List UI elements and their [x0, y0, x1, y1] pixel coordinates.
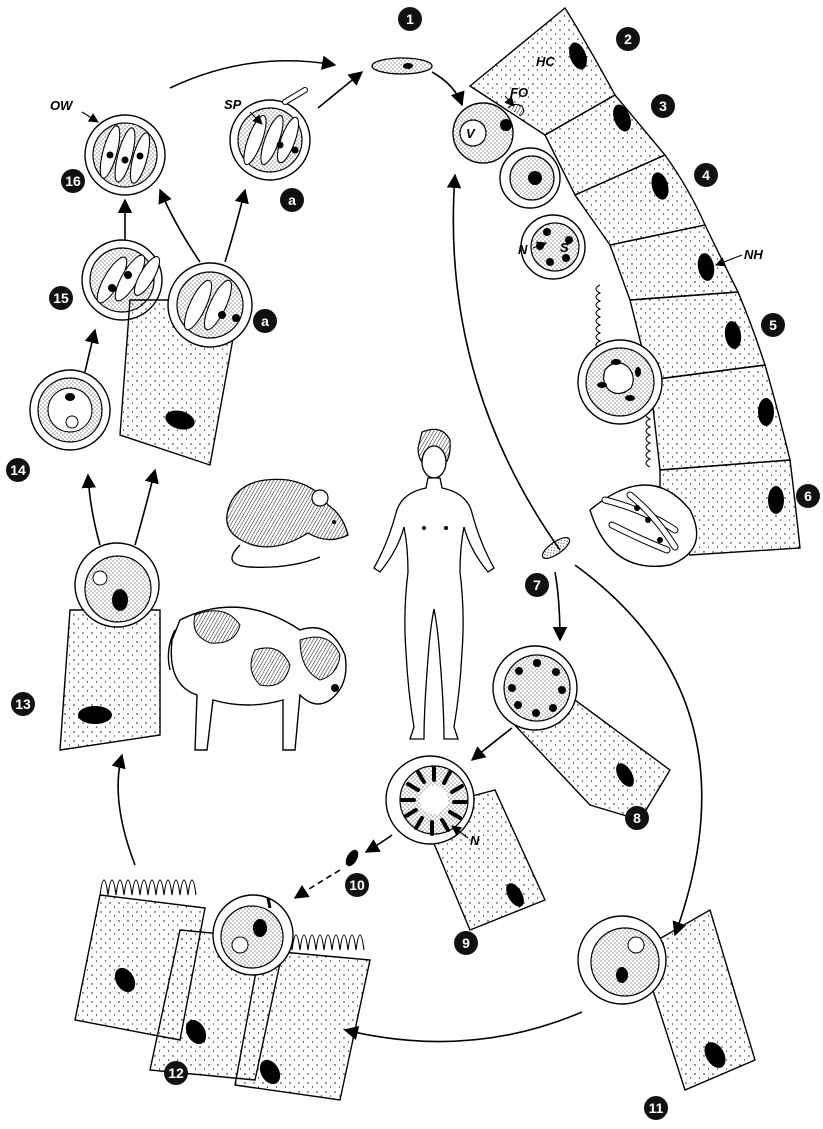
host-cell-9 [386, 756, 545, 930]
stage-badge-8: 8 [625, 806, 649, 830]
rat-icon [227, 479, 348, 567]
svg-text:6: 6 [804, 488, 812, 504]
stage-badge-2: 2 [616, 27, 640, 51]
label-hc: HC [536, 54, 555, 69]
stage-badge-16: 16 [61, 169, 85, 193]
arrow-a-to-a [225, 190, 245, 262]
arrow-a-to-1 [318, 72, 362, 108]
stage-badge-13: 13 [11, 692, 35, 716]
oocyst-a-rupturing [230, 90, 310, 180]
arrow-1-to-2 [432, 72, 462, 105]
svg-text:4: 4 [702, 167, 710, 183]
arrow-11-to-12 [345, 1012, 582, 1042]
svg-text:16: 16 [65, 173, 81, 189]
merozoite-7 [539, 534, 572, 562]
label-fo: FO [510, 85, 528, 100]
side-badge-a-lower: a [253, 309, 277, 333]
label-s: S [560, 240, 569, 255]
host-cells-12 [75, 880, 370, 1100]
svg-text:14: 14 [10, 462, 26, 478]
stage-badge-5: 5 [761, 313, 785, 337]
host-cell-13 [60, 543, 160, 750]
sporozoite-1 [372, 58, 432, 74]
svg-text:12: 12 [168, 1065, 184, 1081]
host-cell-11 [578, 910, 755, 1090]
svg-text:10: 10 [349, 877, 365, 893]
arrow-7-to-8 [555, 572, 560, 640]
stage-badge-7: 7 [525, 573, 549, 597]
oocyst-16 [85, 115, 165, 195]
svg-text:5: 5 [769, 317, 777, 333]
schizont-4 [521, 215, 585, 279]
stage-badge-10: 10 [345, 873, 369, 897]
arrow-a-to-16 [160, 190, 200, 262]
svg-text:8: 8 [633, 810, 641, 826]
svg-text:7: 7 [533, 577, 541, 593]
label-nh: NH [744, 247, 763, 262]
human-icon [374, 429, 494, 739]
arrow-12-to-13 [118, 755, 135, 865]
stage-badge-6: 6 [796, 484, 820, 508]
svg-text:15: 15 [53, 290, 69, 306]
stage-badge-9: 9 [454, 931, 478, 955]
microgamete-10 [343, 848, 361, 869]
trophozoite-3 [500, 148, 560, 208]
side-badge-a-upper: a [280, 188, 304, 212]
arrow-8-to-9 [472, 728, 512, 760]
arrow-16-to-1 [170, 61, 335, 88]
stage-badge-11: 11 [644, 1096, 668, 1120]
calf-icon [168, 607, 346, 750]
label-v: V [466, 126, 476, 141]
arrow-13-to-a [135, 470, 155, 545]
arrow-14-to-15 [85, 330, 95, 372]
svg-text:13: 13 [15, 696, 31, 712]
oocyst-14 [30, 370, 110, 450]
svg-text:3: 3 [659, 98, 667, 114]
arrow-10-to-12 [295, 870, 340, 898]
stage-badge-14: 14 [6, 458, 30, 482]
host-cell-8 [493, 646, 670, 820]
schizont-5 [578, 340, 662, 424]
stage-badge-1: 1 [398, 7, 422, 31]
svg-text:a: a [261, 313, 269, 329]
stage-badge-4: 4 [694, 163, 718, 187]
label-n-upper: N [518, 242, 528, 257]
arrow-13-to-14 [88, 475, 100, 545]
svg-text:2: 2 [624, 31, 632, 47]
stage-badge-3: 3 [651, 94, 675, 118]
label-n-lower: N [470, 833, 480, 848]
svg-text:a: a [288, 192, 296, 208]
svg-text:9: 9 [462, 935, 470, 951]
label-ow: OW [50, 98, 74, 113]
arrow-9-to-10 [366, 835, 392, 852]
stage-badge-12: 12 [164, 1061, 188, 1085]
svg-text:11: 11 [649, 1100, 664, 1116]
stage-badge-15: 15 [49, 286, 73, 310]
svg-text:1: 1 [406, 11, 414, 27]
label-sp: SP [224, 97, 242, 112]
